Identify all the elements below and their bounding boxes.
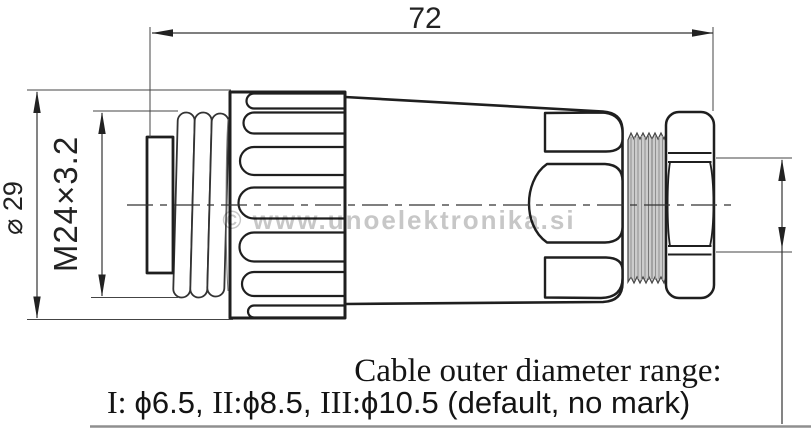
gland-top-facet — [543, 111, 624, 153]
grip-slot — [246, 304, 344, 319]
overall-length-label: 72 — [408, 2, 441, 35]
note-diameter-options: I: ϕ6.5, II:ϕ8.5, III:ϕ10.5 (default, no… — [107, 384, 690, 420]
thread-spec-label: M24×3.2 — [47, 136, 84, 272]
option-2-value: ϕ8.5, — [242, 385, 320, 420]
option-3-numeral: III: — [320, 384, 361, 420]
dimension-outer-diameter: ⌀ 29 — [0, 89, 233, 320]
arrowhead-right — [692, 29, 713, 37]
option-1-value: ϕ6.5, — [135, 385, 213, 420]
rear-thread-silhouette — [627, 131, 667, 285]
arrowhead-down — [778, 227, 786, 249]
dimension-overall-length: 72 — [149, 2, 714, 137]
option-1-numeral: I: — [107, 384, 135, 420]
watermark-text: © www.unoelektronika.si — [222, 205, 575, 235]
gland-body — [527, 111, 624, 300]
option-3-value: ϕ10.5 — [361, 385, 447, 420]
option-2-numeral: II: — [212, 384, 242, 420]
grip-slot — [238, 145, 344, 177]
dimension-thread: M24×3.2 — [47, 110, 178, 298]
dimension-right — [716, 157, 792, 424]
grip-slot — [237, 186, 344, 220]
arrowhead-up — [33, 91, 41, 113]
grip-slot — [240, 270, 344, 298]
nut-right-chamfer — [709, 161, 715, 247]
arrowhead-down — [98, 274, 106, 297]
arrowhead-up — [98, 112, 106, 134]
grip-slot — [238, 231, 344, 263]
rear-thread — [627, 131, 667, 285]
outer-diameter-label: ⌀ 29 — [0, 181, 28, 235]
grip-slot — [242, 111, 344, 135]
rear-thread-hatching — [630, 136, 663, 280]
arrowhead-left — [152, 29, 173, 37]
gland-middle-facet — [527, 162, 624, 244]
arrowhead-down — [33, 296, 41, 319]
grip-slot — [245, 92, 344, 110]
note-suffix: (default, no mark) — [447, 385, 690, 420]
note-title: Cable outer diameter range: — [354, 353, 721, 389]
nut-left-chamfer — [666, 161, 671, 247]
arrowhead-up — [778, 159, 786, 181]
gland-bottom-facet — [543, 256, 624, 300]
